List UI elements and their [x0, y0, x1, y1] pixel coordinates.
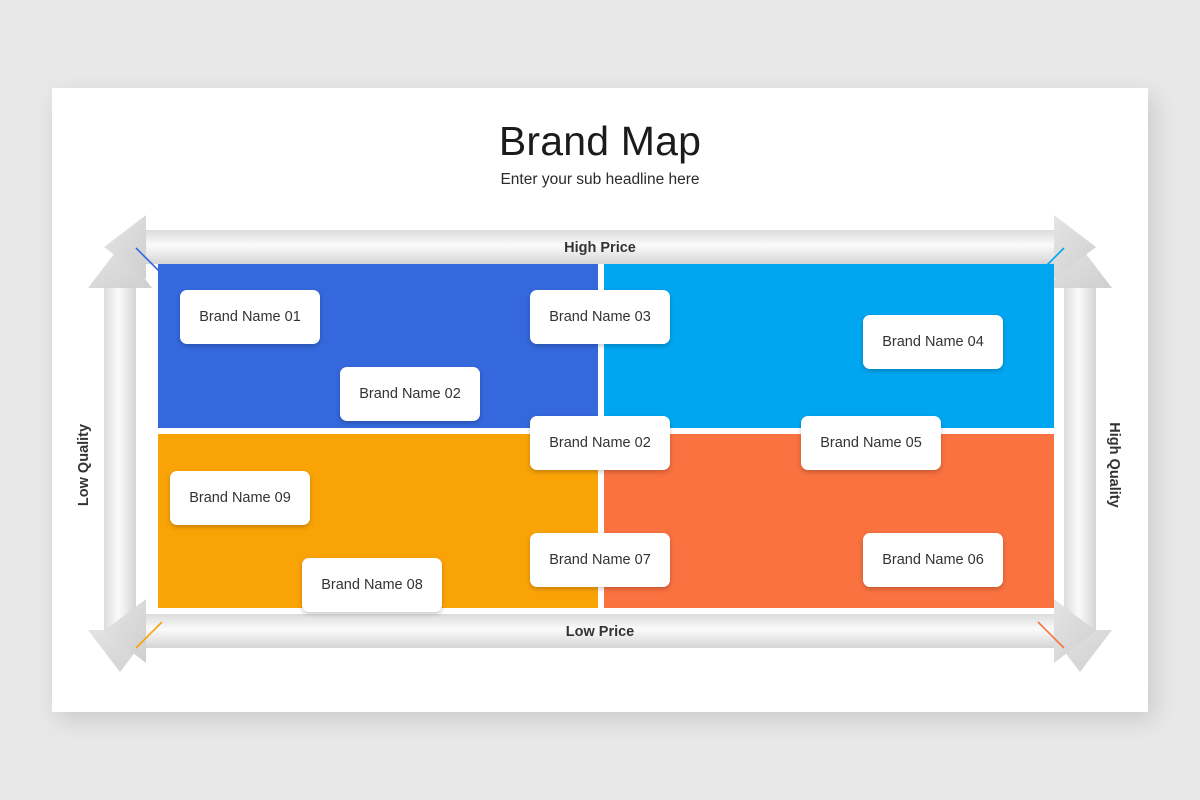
corner-accent-top-left	[135, 247, 163, 275]
brand-chip[interactable]: Brand Name 01	[180, 290, 320, 344]
corner-accent-bottom-left	[135, 621, 163, 649]
brand-chip[interactable]: Brand Name 04	[863, 315, 1003, 369]
brand-chip[interactable]: Brand Name 02	[530, 416, 670, 470]
brand-chip[interactable]: Brand Name 09	[170, 471, 310, 525]
brand-chip[interactable]: Brand Name 06	[863, 533, 1003, 587]
axis-label-low-price: Low Price	[565, 624, 635, 640]
brand-chip[interactable]: Brand Name 08	[302, 558, 442, 612]
brand-map-diagram: High Price Low Price Low Quality High Qu…	[52, 88, 1148, 712]
axis-arrow-top	[104, 215, 1096, 279]
axis-label-low-quality: Low Quality	[76, 423, 92, 507]
axis-label-high-price: High Price	[564, 240, 636, 256]
axis-arrows	[88, 215, 1112, 672]
brand-chip[interactable]: Brand Name 03	[530, 290, 670, 344]
brand-chip[interactable]: Brand Name 02	[340, 367, 480, 421]
brand-chip[interactable]: Brand Name 05	[801, 416, 941, 470]
brand-chip[interactable]: Brand Name 07	[530, 533, 670, 587]
corner-accent-bottom-right	[1037, 621, 1065, 649]
slide-card: Brand Map Enter your sub headline here	[52, 88, 1148, 712]
axis-label-high-quality: High Quality	[1106, 422, 1122, 508]
page-subtitle: Enter your sub headline here	[500, 171, 700, 188]
axis-arrow-bottom	[104, 599, 1096, 663]
page-title: Brand Map	[498, 118, 702, 164]
